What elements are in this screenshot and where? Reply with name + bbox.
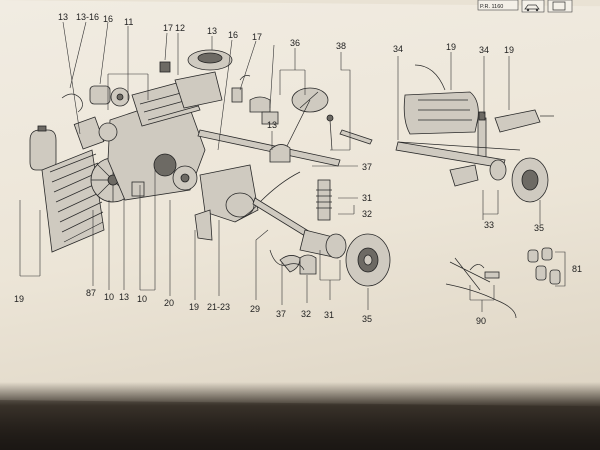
callout-labels: 13 13-16 16 11 17 12 13 16 17 36 38 34 1… [14, 12, 582, 326]
callout-17: 17 [163, 23, 173, 33]
catalog-header: P.R. 1160 [477, 0, 573, 13]
callout-10: 10 [104, 292, 114, 302]
front-wheel [325, 233, 391, 287]
rear-wheel [489, 157, 549, 203]
door-icon [547, 0, 573, 13]
callout-32: 32 [362, 209, 372, 219]
callout-19: 19 [189, 302, 199, 312]
callout-34: 34 [393, 44, 403, 54]
callout-38: 38 [336, 41, 346, 51]
callout-29: 29 [250, 304, 260, 314]
callout-81: 81 [572, 264, 582, 274]
callout-87: 87 [86, 288, 96, 298]
callout-19: 19 [14, 294, 24, 304]
callout-90: 90 [476, 316, 486, 326]
jack-tools [445, 257, 517, 319]
callout-20: 20 [164, 298, 174, 308]
callout-13-16: 13-16 [76, 12, 99, 22]
callout-34: 34 [479, 45, 489, 55]
callout-19: 19 [446, 42, 456, 52]
alternator [98, 87, 130, 142]
catalog-code: P.R. 1160 [480, 4, 503, 10]
coil-parts [159, 61, 271, 113]
callout-16: 16 [228, 30, 238, 40]
callout-13: 13 [119, 292, 129, 302]
car-icon [521, 0, 545, 13]
radiator [41, 149, 105, 253]
callout-17: 17 [252, 32, 262, 42]
front-suspension [299, 179, 346, 275]
callout-11: 11 [124, 17, 133, 27]
leader-lines [19, 21, 566, 312]
callout-13: 13 [267, 120, 277, 130]
callout-36: 36 [290, 38, 300, 48]
gearbox [131, 164, 259, 241]
callout-16: 16 [103, 14, 113, 24]
callout-35: 35 [534, 223, 544, 233]
callout-35: 35 [362, 314, 372, 324]
callout-19: 19 [504, 45, 514, 55]
callout-32: 32 [301, 309, 311, 319]
code-box [477, 0, 519, 11]
callout-33: 33 [484, 220, 494, 230]
callout-31: 31 [362, 193, 372, 203]
brake-line [269, 249, 305, 271]
callout-37: 37 [276, 309, 286, 319]
gear-lever [326, 114, 373, 151]
callout-21-23: 21-23 [207, 302, 230, 312]
callout-12: 12 [175, 23, 185, 33]
muffler [494, 109, 554, 133]
carburetor [174, 49, 233, 109]
rear-axle [395, 141, 521, 187]
fuel-tank [403, 64, 479, 135]
callout-13: 13 [207, 26, 217, 36]
callout-31: 31 [324, 310, 334, 320]
expansion-tank [29, 125, 57, 171]
rear-shock [477, 111, 487, 159]
callout-10: 10 [137, 294, 147, 304]
callout-37: 37 [362, 162, 372, 172]
bulbs [527, 247, 561, 285]
distributor [61, 85, 111, 150]
callout-13: 13 [58, 12, 68, 22]
table-shadow [0, 382, 600, 450]
